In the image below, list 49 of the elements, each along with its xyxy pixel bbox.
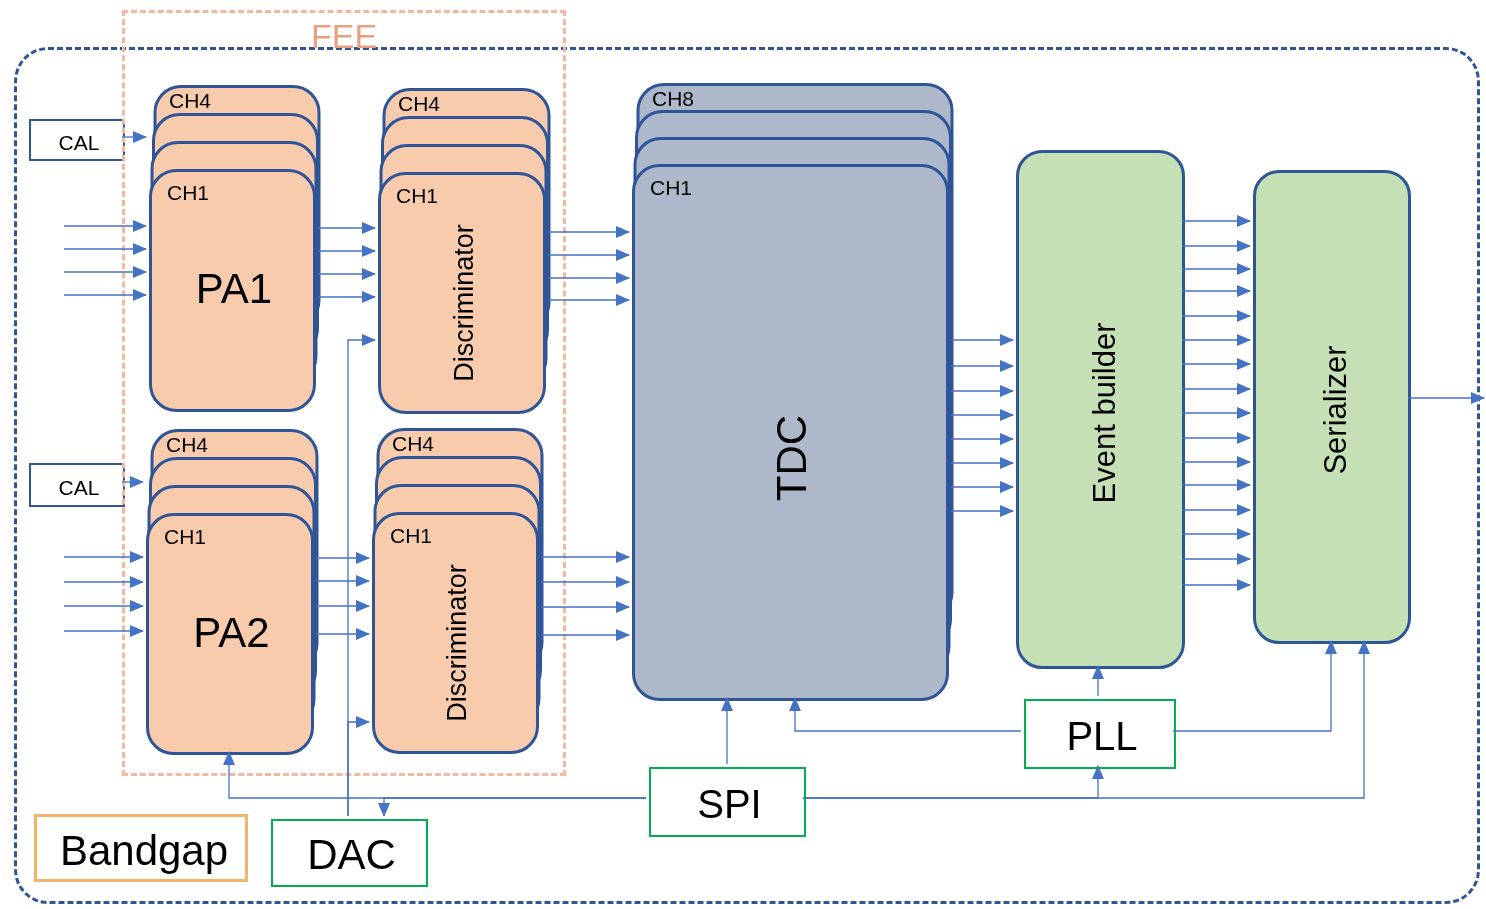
arrow (63, 625, 144, 637)
arrow (63, 220, 147, 232)
channel-label: CH4 (169, 90, 211, 111)
channel-label: CH1 (390, 525, 432, 546)
block-label: Serializer (1319, 345, 1351, 475)
channel-label: CH4 (398, 93, 440, 114)
block-box (1253, 170, 1411, 644)
block-box (29, 463, 125, 507)
arrow (63, 600, 144, 612)
channel-label: CH4 (166, 434, 208, 455)
block-label: SPI (697, 784, 762, 824)
channel-stack (372, 428, 544, 754)
block-box (34, 814, 248, 882)
channel-label: CH1 (167, 182, 209, 203)
block-label: PA1 (195, 268, 273, 310)
arrow (121, 131, 147, 143)
arrow (347, 716, 370, 817)
block-box (271, 819, 428, 887)
block-label: Event builder (1088, 322, 1119, 503)
block-label: TDC (771, 414, 813, 501)
block-label: DAC (307, 834, 396, 876)
arrow (378, 797, 647, 817)
block-label: PLL (1066, 716, 1138, 756)
block-box (1016, 150, 1185, 669)
arrow (63, 576, 144, 588)
channel-stack (632, 83, 954, 701)
block-box (1024, 699, 1176, 769)
block-label: PA2 (193, 611, 270, 654)
arrow (63, 266, 147, 278)
channel-stack (378, 88, 551, 414)
block-box (29, 119, 125, 161)
block-label: CAL (58, 131, 100, 153)
group-title: FEE (310, 19, 378, 53)
arrow (63, 551, 144, 563)
block-label: Discriminator (450, 224, 477, 383)
block-label: Discriminator (443, 564, 471, 723)
channel-stack (149, 85, 321, 412)
arrow (121, 476, 144, 488)
channel-label: CH1 (650, 177, 692, 198)
block-label: Bandgap (59, 830, 229, 872)
channel-stack (146, 429, 319, 755)
arrow (63, 243, 147, 255)
block-box (649, 767, 806, 837)
channel-label: CH4 (392, 433, 434, 454)
channel-label: CH1 (164, 526, 206, 547)
channel-label: CH8 (652, 88, 694, 109)
block-label: CAL (58, 476, 100, 498)
channel-label: CH1 (396, 185, 438, 206)
arrow (63, 289, 147, 301)
